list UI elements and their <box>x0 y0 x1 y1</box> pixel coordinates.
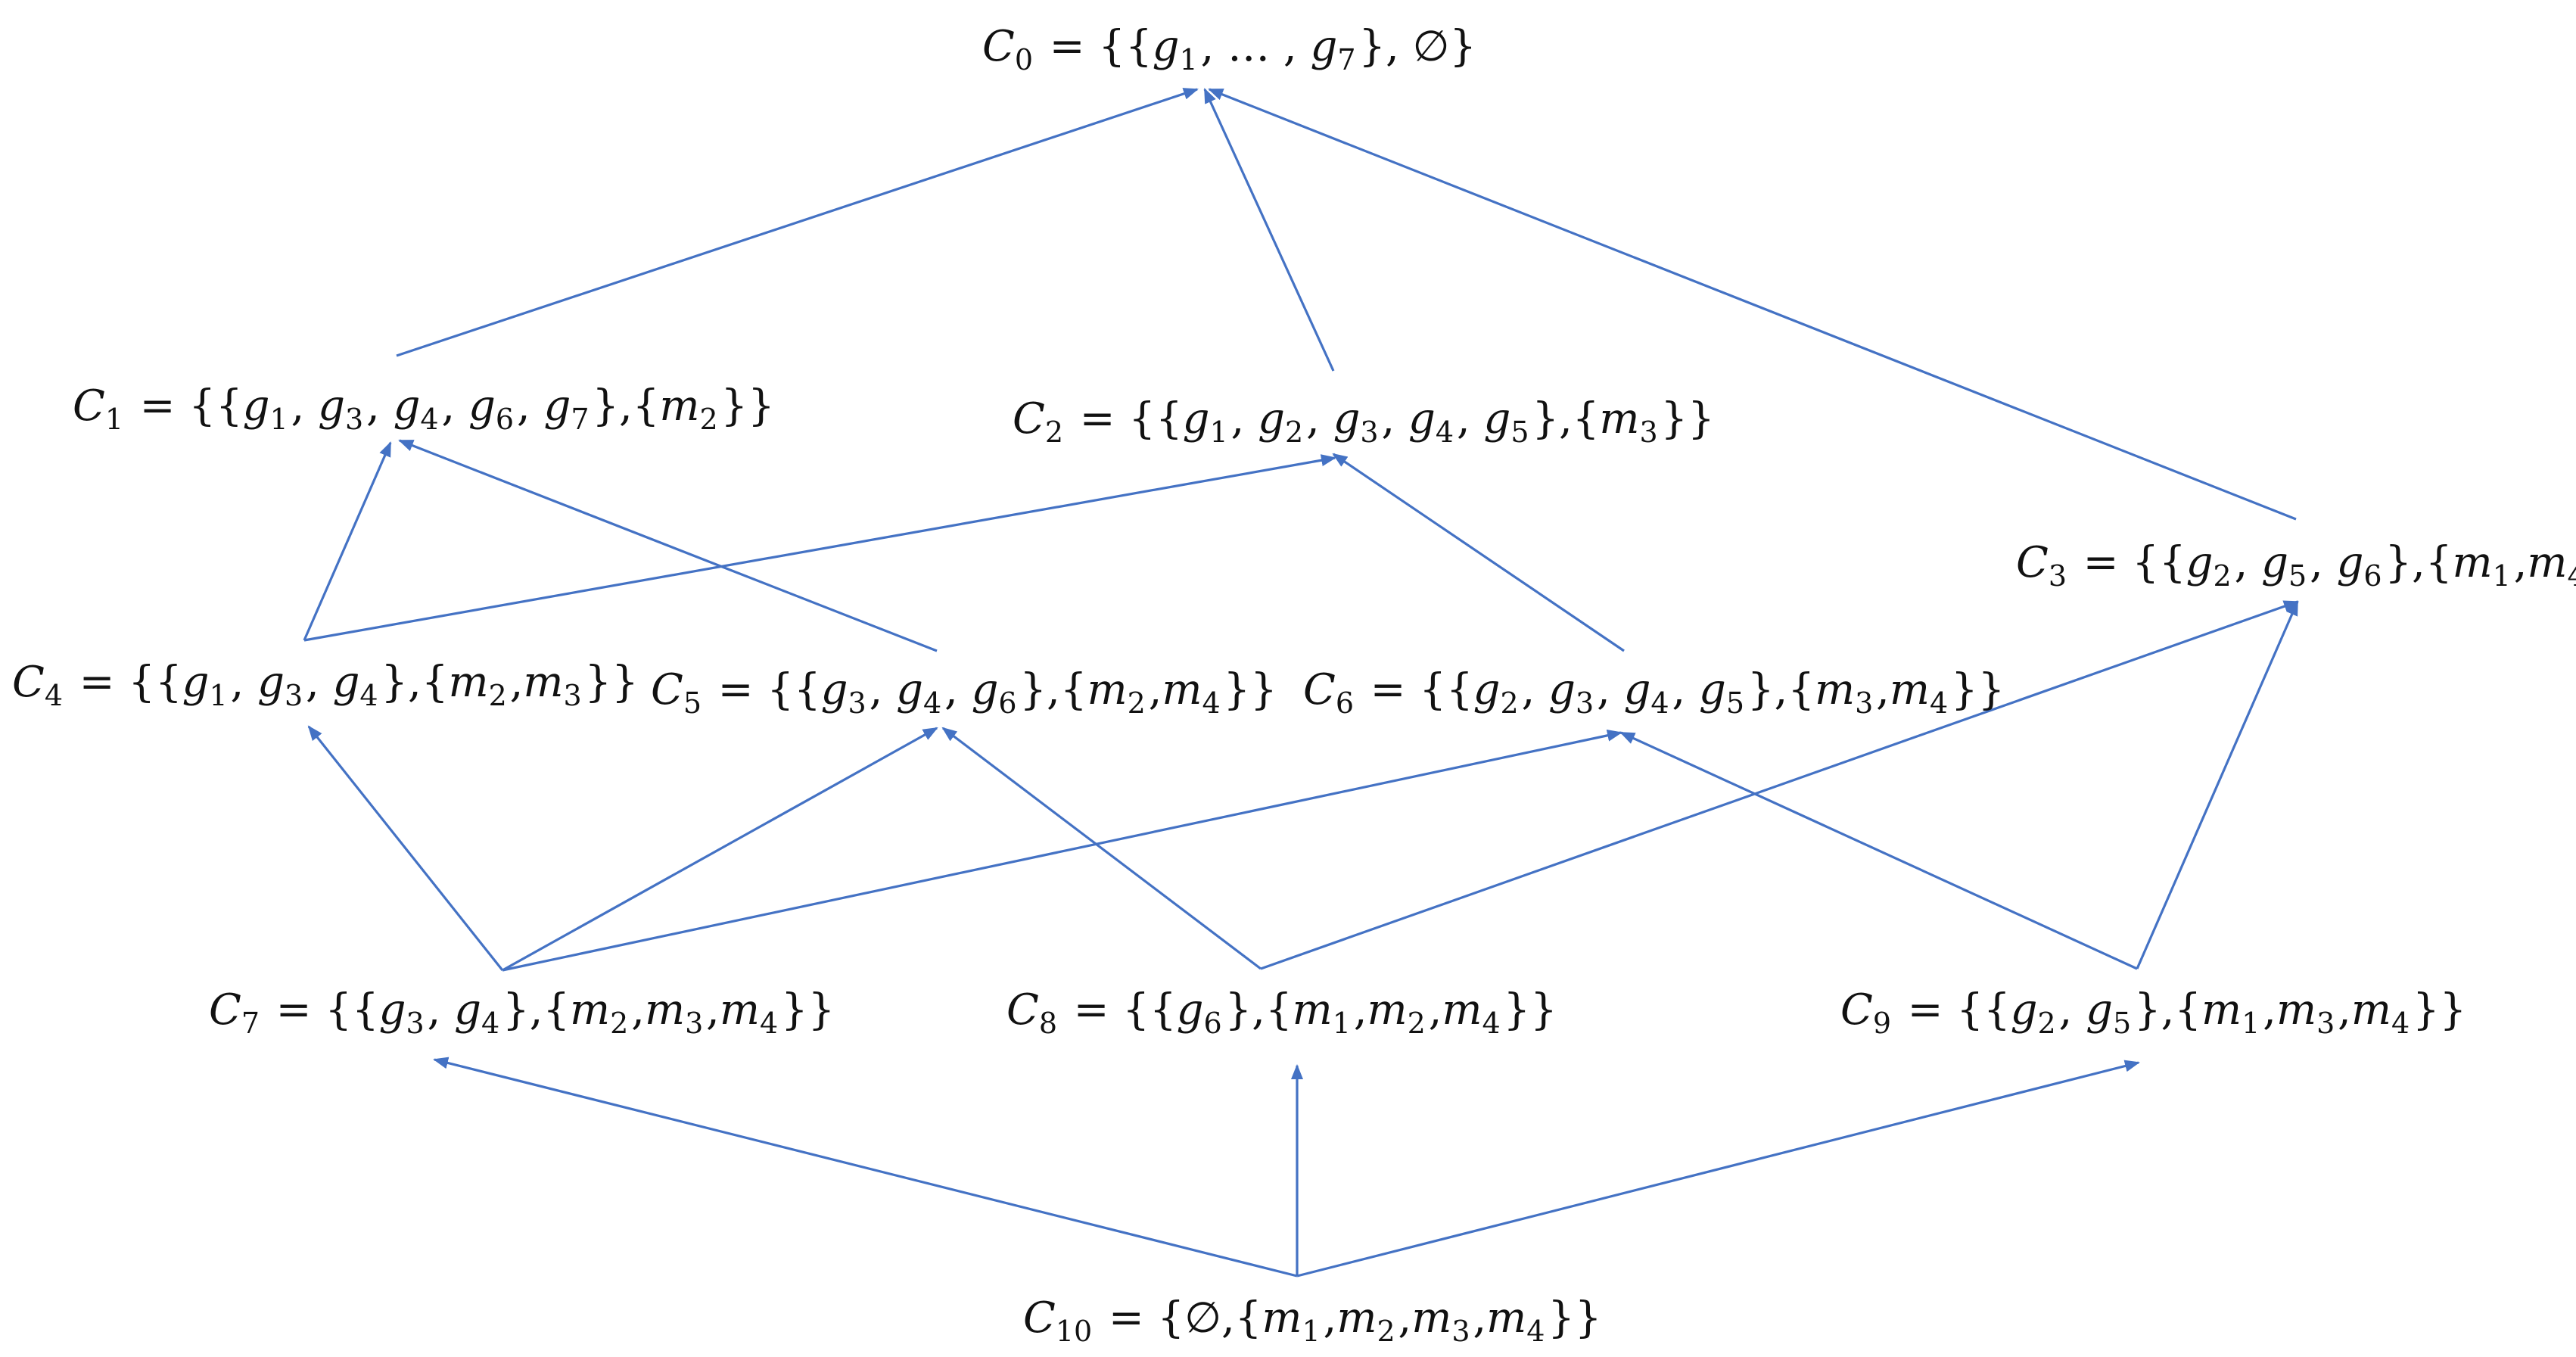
node-label-c4: C4 = {{g1 , g3 , g4 },{m2 ,m3 }} <box>12 658 639 712</box>
edge-c1-to-c0 <box>396 88 1199 357</box>
node-label-c6: C6 = {{g2 , g3 , g4 , g5 },{m3 ,m4 }} <box>1303 665 2005 720</box>
edge-c7-to-c5 <box>502 727 938 972</box>
edge-c8-to-c5 <box>941 727 1262 970</box>
node-label-c10: C10 = {∅,{m1 ,m2 ,m3 ,m4 }} <box>1023 1293 1602 1348</box>
edge-c10-to-c7 <box>433 1057 1298 1278</box>
node-label-c1: C1 = {{g1 , g3 , g4 , g6 , g7 },{m2 }} <box>73 381 775 436</box>
edge-c8-to-c3 <box>1260 600 2299 970</box>
edge-c4-to-c2 <box>303 454 1336 642</box>
edge-c9-to-c6 <box>1619 731 2138 970</box>
node-label-c9: C9 = {{g2 , g5 },{m1 ,m3 ,m4 }} <box>1840 985 2466 1040</box>
node-label-c5: C5 = {{g3 , g4 , g6 },{m2 ,m4 }} <box>651 665 1277 720</box>
edge-c10-to-c9 <box>1296 1060 2140 1278</box>
edge-c7-to-c4 <box>307 725 504 971</box>
edge-c5-to-c1 <box>398 439 938 652</box>
node-label-c2: C2 = {{g1 , g2 , g3 , g4 , g5 },{m3 }} <box>1013 394 1715 449</box>
node-label-c8: C8 = {{g6 },{m1 ,m2 ,m4 }} <box>1006 985 1557 1040</box>
nodes-layer: C0 = {{g1 , … , g7 }, ∅} C1 = {{g1 , g3 ,… <box>12 22 2576 1348</box>
edge-c3-to-c0 <box>1208 88 2297 521</box>
edge-c2-to-c0 <box>1203 88 1335 372</box>
node-label-c3: C3 = {{g2 , g5 , g6 },{m1 ,m4 }} <box>2016 538 2576 593</box>
node-label-c7: C7 = {{g3 , g4 },{m2 ,m3 ,m4 }} <box>209 985 835 1040</box>
edge-c9-to-c3 <box>2136 600 2299 970</box>
edge-c6-to-c2 <box>1332 453 1625 652</box>
edges-layer <box>303 88 2299 1278</box>
edge-c4-to-c1 <box>303 441 392 641</box>
node-label-c0: C0 = {{g1 , … , g7 }, ∅} <box>982 22 1476 76</box>
edge-c7-to-c6 <box>502 729 1622 972</box>
